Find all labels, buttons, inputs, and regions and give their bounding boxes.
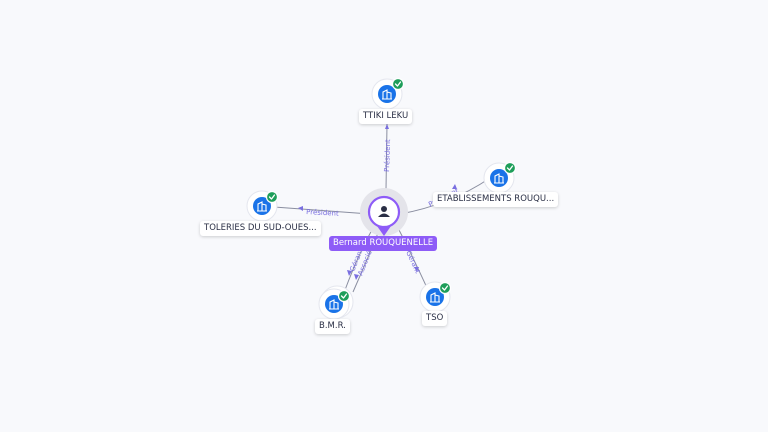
- check-badge: [337, 289, 351, 303]
- person-icon: [378, 206, 390, 217]
- center-person-label[interactable]: Bernard ROUQUENELLE: [329, 236, 438, 251]
- company-node-tolieries[interactable]: [246, 190, 279, 222]
- edge-arrow-bmr-a: [347, 270, 352, 276]
- edge-arrow-tso: [414, 267, 419, 272]
- check-icon: [340, 293, 348, 299]
- edge-line-tso: [396, 225, 429, 291]
- company-label-ttiki[interactable]: TTIKI LEKU: [359, 109, 413, 124]
- check-badge: [438, 281, 452, 295]
- check-icon: [268, 194, 276, 200]
- company-label-bmr[interactable]: B.M.R.: [315, 319, 350, 334]
- company-node-etablissements[interactable]: [483, 161, 517, 194]
- edge-arrow-tolieries: [298, 206, 303, 211]
- building-icon: [257, 201, 267, 212]
- check-icon: [394, 81, 402, 87]
- company-node-ttiki[interactable]: [371, 77, 405, 110]
- company-label-etablissements[interactable]: ETABLISSEMENTS ROUQU...: [433, 192, 559, 207]
- edge-arrow-ttiki: [385, 124, 389, 129]
- check-icon: [506, 165, 514, 171]
- edge-label-ttiki: Président: [383, 139, 392, 172]
- edge-label-tso: Gérant: [404, 249, 422, 274]
- company-label-tolieries[interactable]: TOLERIES DU SUD-OUES...: [200, 221, 321, 236]
- edge-arrow-etablissements: [452, 184, 457, 189]
- center-pin-tip: [377, 226, 391, 236]
- check-badge: [265, 190, 279, 204]
- building-icon: [382, 89, 392, 100]
- edge-arrow-bmr-b: [354, 274, 359, 280]
- edge-label-tolieries: Président: [306, 208, 339, 218]
- center-node[interactable]: [360, 188, 408, 236]
- company-node-bmr[interactable]: [318, 285, 354, 320]
- edge-line-tolieries: [273, 206, 371, 215]
- building-icon: [494, 173, 504, 184]
- edge-line-ttiki: [385, 123, 388, 191]
- check-icon: [441, 285, 449, 291]
- building-icon: [430, 292, 440, 303]
- company-node-tso[interactable]: [419, 281, 452, 313]
- building-icon: [329, 299, 339, 310]
- check-badge: [391, 77, 405, 91]
- check-badge: [503, 161, 517, 175]
- company-label-tso[interactable]: TSO: [422, 311, 448, 326]
